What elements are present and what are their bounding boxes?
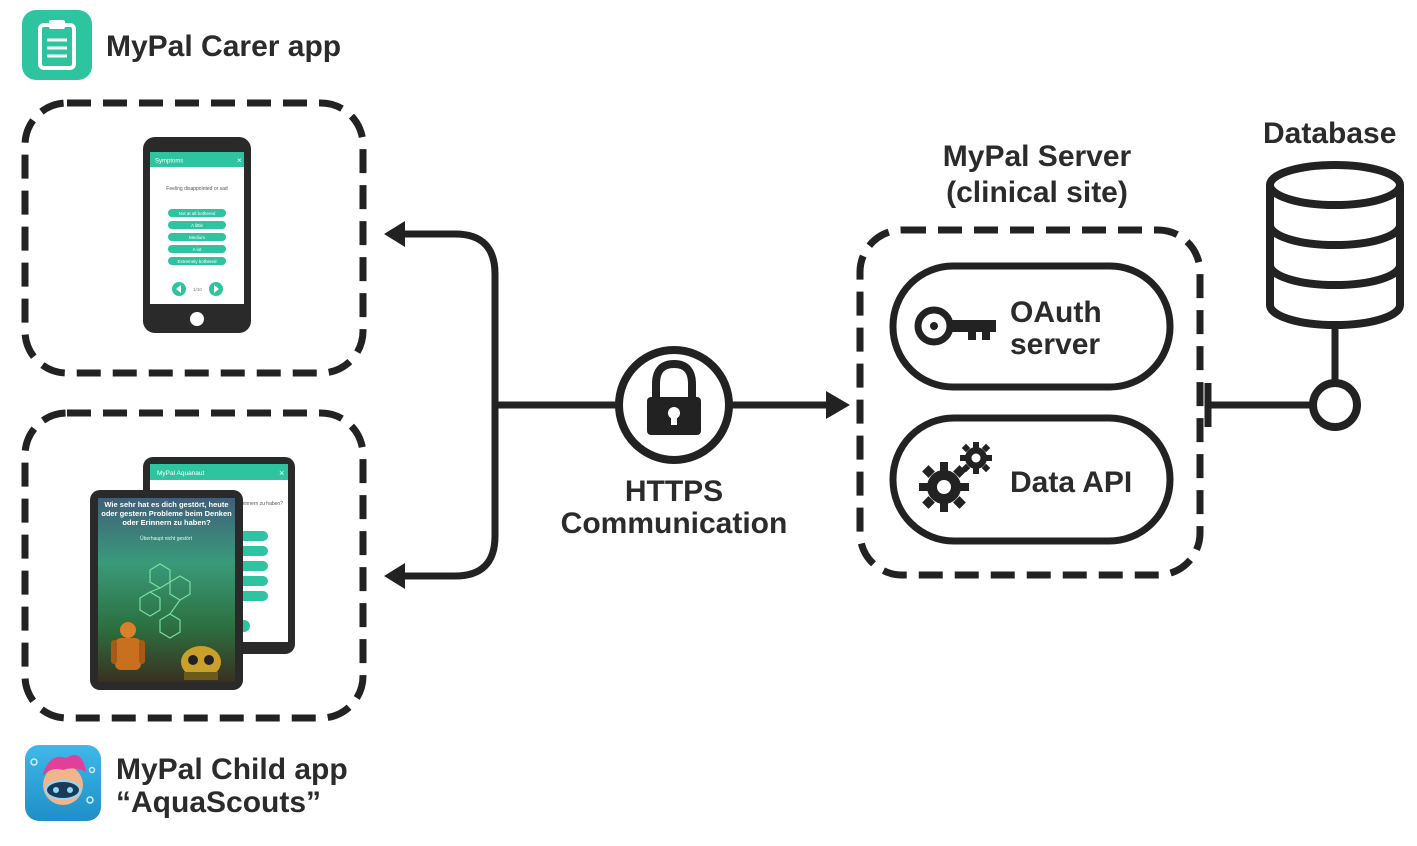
arrow-left-icon bbox=[384, 563, 405, 589]
submarine-robot-icon bbox=[181, 646, 221, 680]
phone-option-button[interactable] bbox=[168, 209, 226, 217]
close-icon: × bbox=[279, 468, 284, 478]
phone-mockup: Symptoms × Feeling disappointed or sad N… bbox=[143, 137, 251, 333]
molecule-graphic bbox=[139, 563, 191, 639]
child-app-subtitle: “AquaScouts” bbox=[116, 786, 322, 819]
diver-character-icon bbox=[111, 622, 145, 670]
database-label: Database bbox=[1263, 117, 1397, 150]
arrow-left-icon bbox=[384, 221, 405, 247]
data-api-label: Data API bbox=[1010, 466, 1133, 499]
child-app-title: MyPal Child app bbox=[116, 753, 348, 786]
carer-app-title: MyPal Carer app bbox=[106, 30, 342, 63]
game-question: Wie sehr hat es dich gestört, heute oder… bbox=[101, 500, 232, 527]
gears-icon bbox=[919, 442, 992, 512]
phone-header: Symptoms bbox=[155, 159, 183, 165]
database-connector bbox=[1204, 326, 1361, 431]
back-tablet-text: oder gestern Erinnern zu haben? bbox=[210, 501, 283, 507]
bidirectional-connector bbox=[400, 230, 828, 580]
phone-home-button[interactable] bbox=[190, 312, 204, 326]
database-icon bbox=[1266, 161, 1404, 329]
server-subtitle: (clinical site) bbox=[946, 176, 1128, 209]
clipboard-icon bbox=[22, 10, 92, 80]
arrow-right-icon bbox=[826, 391, 850, 419]
key-icon bbox=[914, 306, 996, 346]
close-icon: × bbox=[237, 156, 242, 165]
child-app-container bbox=[21, 409, 367, 722]
oauth-label-line2: server bbox=[1010, 328, 1101, 361]
phone-question: Feeling disappointed or sad bbox=[166, 186, 228, 192]
front-tablet-mockup: Wie sehr hat es dich gestört, heute oder… bbox=[90, 490, 243, 690]
game-answer: Überhaupt nicht gestört bbox=[140, 535, 193, 542]
phone-option-button[interactable] bbox=[168, 233, 226, 241]
server-title: MyPal Server bbox=[942, 140, 1132, 173]
phone-option-button[interactable] bbox=[168, 245, 226, 253]
lock-icon bbox=[615, 346, 733, 464]
back-tablet-header: MyPal Aquanaut bbox=[157, 470, 205, 477]
phone-option-button[interactable] bbox=[168, 221, 226, 229]
https-label: HTTPS bbox=[624, 475, 724, 508]
phone-option-label: Not at all bothered bbox=[179, 211, 216, 216]
data-api-box bbox=[889, 414, 1174, 545]
aquascouts-app-icon bbox=[25, 745, 101, 821]
communication-label: Communication bbox=[560, 507, 788, 540]
phone-option-label: A little bbox=[191, 223, 204, 228]
oauth-server-box bbox=[889, 262, 1174, 391]
phone-option-button[interactable] bbox=[168, 257, 226, 265]
chevron-left-icon bbox=[176, 285, 181, 293]
phone-pager: 1/10 bbox=[193, 287, 202, 292]
chevron-right-icon bbox=[214, 285, 219, 293]
server-container bbox=[856, 226, 1204, 579]
carer-app-container bbox=[21, 99, 367, 377]
phone-option-label: Medium bbox=[189, 235, 205, 240]
phone-option-label: A lot bbox=[193, 247, 203, 252]
phone-option-label: Extremely bothered bbox=[177, 259, 217, 264]
oauth-label: OAuth bbox=[1010, 296, 1102, 329]
